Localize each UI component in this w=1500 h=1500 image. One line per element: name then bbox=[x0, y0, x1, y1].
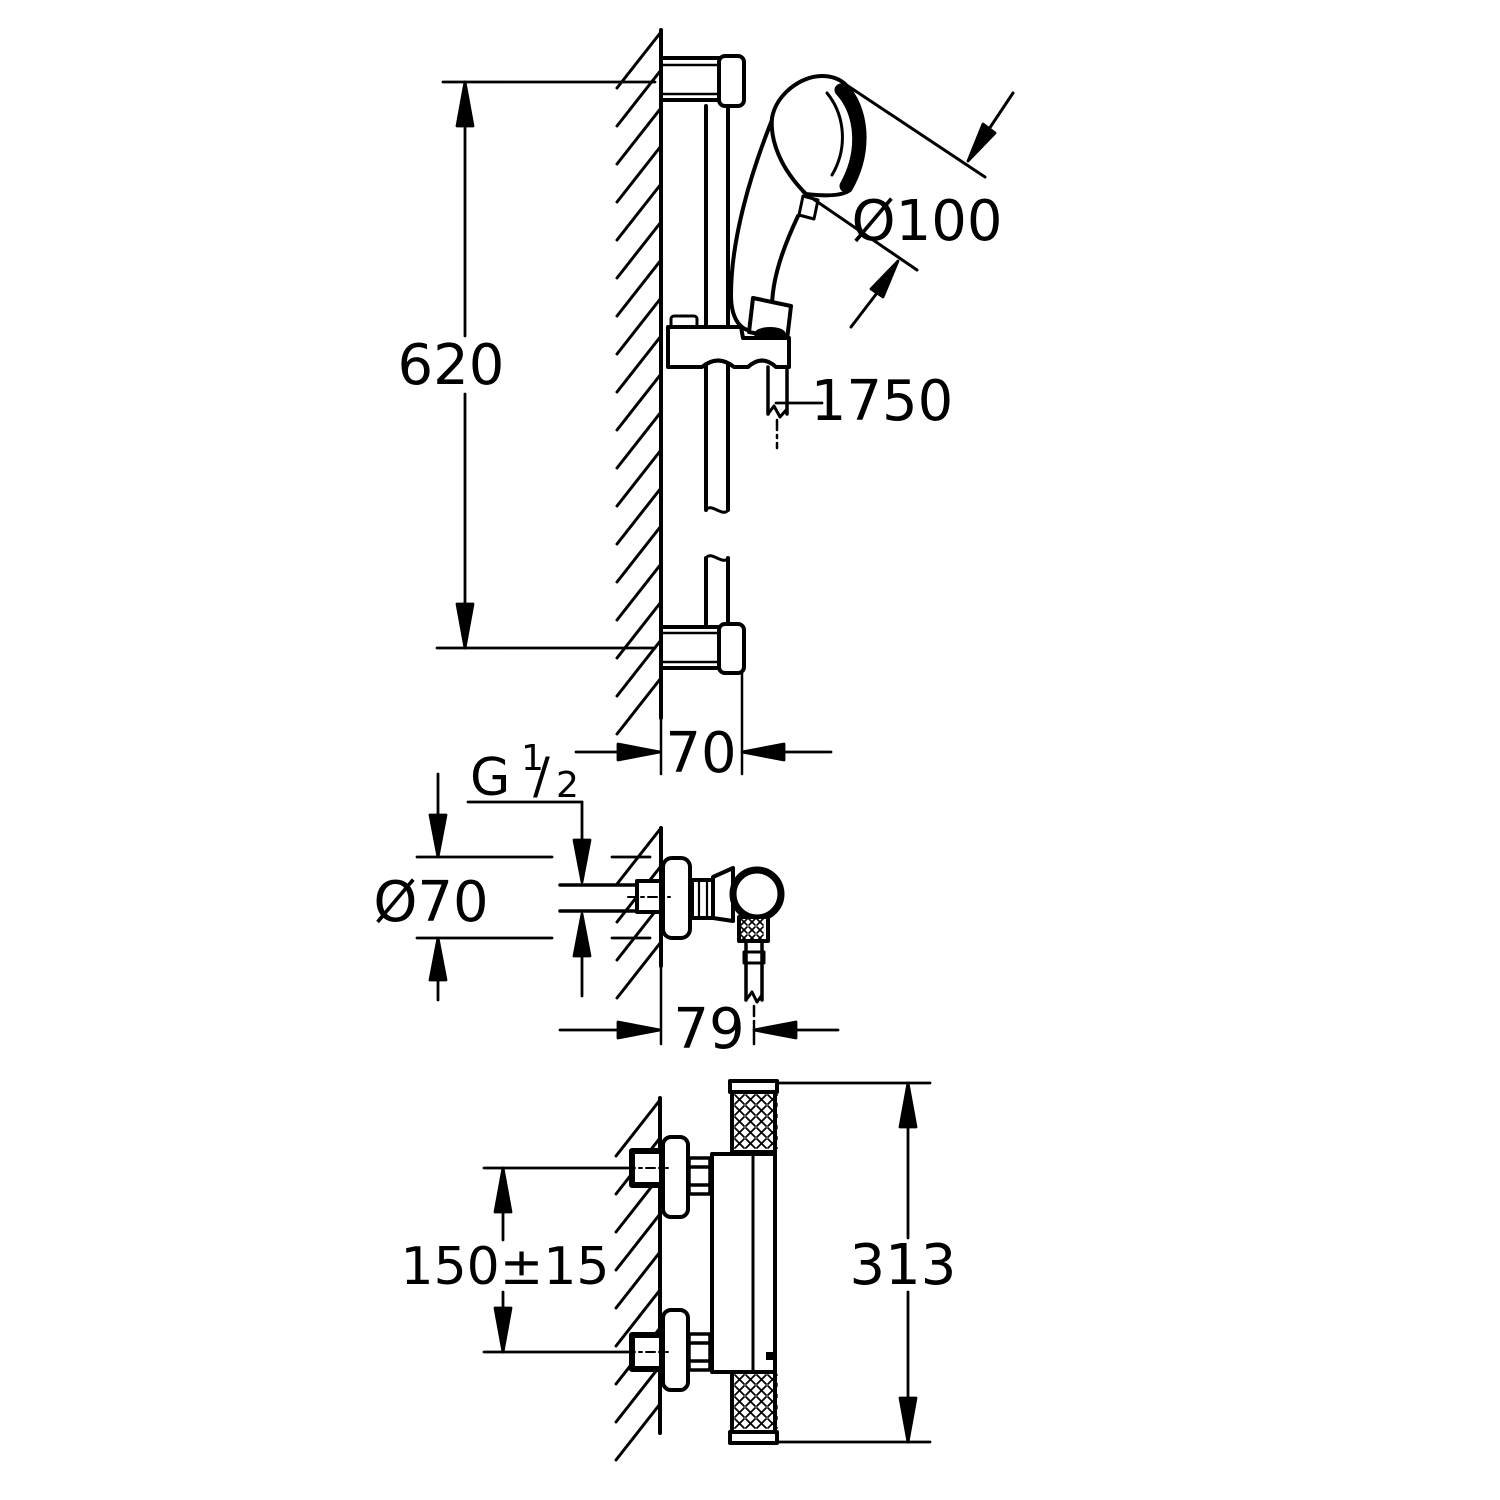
hand-shower-head bbox=[769, 74, 867, 221]
section-shower-valve bbox=[558, 826, 785, 1028]
svg-text:/: / bbox=[533, 747, 550, 805]
knurl-pattern-bottom bbox=[734, 1374, 778, 1429]
valve-inlet-pipe bbox=[558, 883, 639, 913]
hand-shower-handle bbox=[729, 118, 800, 333]
valve-hose-outlet bbox=[742, 939, 766, 1028]
svg-text:G: G bbox=[470, 748, 510, 808]
svg-text:2: 2 bbox=[556, 765, 579, 806]
valve-knob bbox=[729, 866, 785, 922]
dims-top-section bbox=[435, 80, 1015, 776]
thermostat-body bbox=[710, 1152, 777, 1374]
dim-rail-offset-label: 70 bbox=[665, 721, 736, 786]
thermostat-escutcheon-top bbox=[661, 1135, 690, 1219]
wall-hatching bbox=[614, 30, 663, 1462]
rail-top-bracket bbox=[661, 54, 746, 108]
dim-valve-depth-label: 79 bbox=[673, 997, 744, 1062]
shower-rail-tube bbox=[704, 104, 730, 626]
knurl-pattern-top bbox=[734, 1094, 778, 1149]
dims-middle-section bbox=[415, 772, 840, 1046]
handle-cap-bottom bbox=[728, 1430, 779, 1445]
section-shower-rail bbox=[659, 28, 867, 720]
spray-face-band bbox=[834, 83, 866, 193]
dim-connection-spacing-label: 150±15 bbox=[401, 1237, 610, 1297]
valve-body bbox=[711, 866, 735, 923]
dim-thermostat-height-label: 313 bbox=[850, 1233, 957, 1298]
dims-bottom-section bbox=[482, 1081, 932, 1444]
thermostat-escutcheon-bottom bbox=[661, 1308, 690, 1392]
rail-bottom-bracket bbox=[661, 622, 746, 675]
dim-head-diameter-label: Ø100 bbox=[852, 189, 1003, 254]
dimension-labels: 620 Ø100 1750 70 G 1 / 2 Ø70 79 150±15 3… bbox=[373, 189, 1002, 1298]
shower-hose bbox=[766, 365, 789, 450]
hose-nut-knurl bbox=[740, 918, 764, 942]
dim-thread-label: G 1 / 2 bbox=[470, 738, 579, 808]
dim-escutcheon-diameter-label: Ø70 bbox=[373, 870, 488, 935]
svg-text:1: 1 bbox=[521, 738, 544, 779]
thermostat-connector-top bbox=[687, 1156, 712, 1196]
body-notch bbox=[766, 1352, 774, 1360]
dim-rail-height-label: 620 bbox=[398, 333, 505, 398]
section-thermostat bbox=[625, 1079, 779, 1445]
thermostat-connector-bottom bbox=[687, 1332, 712, 1372]
valve-adapter bbox=[690, 878, 715, 920]
valve-escutcheon bbox=[661, 856, 692, 940]
dim-hose-length-label: 1750 bbox=[811, 369, 954, 434]
rail-slider-holder bbox=[666, 314, 791, 369]
